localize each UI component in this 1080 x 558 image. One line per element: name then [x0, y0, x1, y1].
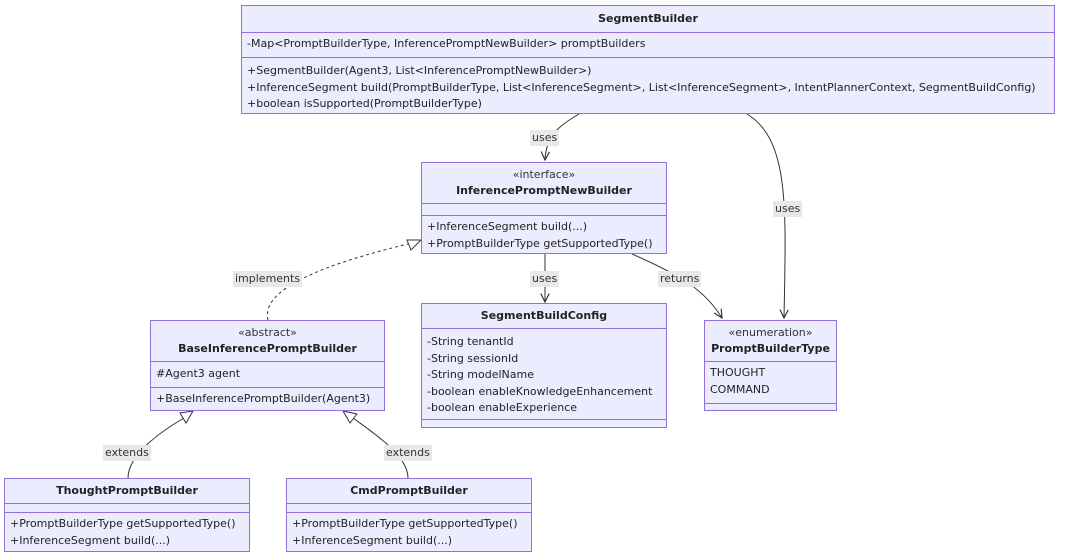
edge-label-uses: uses: [773, 201, 803, 217]
class-name: InferencePromptNewBuilder: [456, 184, 632, 197]
class-cmd-prompt-builder: CmdPromptBuilder +PromptBuilderType getS…: [286, 478, 532, 552]
method-row: +InferenceSegment build(...): [10, 533, 171, 547]
class-name: PromptBuilderType: [711, 342, 830, 355]
attribute-row: #Agent3 agent: [156, 367, 241, 380]
edge-extends-cmd-to-base: [352, 417, 409, 479]
method-row: +InferenceSegment build(...): [427, 220, 588, 233]
edge-extends-thought-to-base: [127, 417, 185, 479]
extends-cmd-triangle-head: [341, 410, 358, 424]
method-row: +BaseInferencePromptBuilder(Agent3): [156, 392, 371, 405]
stereotype-label: «interface»: [512, 168, 576, 181]
edge-uses-segmentbuilder-to-enum: [746, 113, 785, 318]
attribute-row: -String tenantId: [427, 335, 514, 348]
class-segment-build-config: SegmentBuildConfig -String tenantId -Str…: [421, 303, 667, 428]
enum-value-row: THOUGHT: [710, 366, 766, 379]
edge-label-uses: uses: [530, 271, 560, 287]
extends-thought-triangle-head: [179, 410, 194, 424]
method-row: +boolean isSupported(PromptBuilderType): [247, 97, 482, 110]
class-thought-prompt-builder: ThoughtPromptBuilder +PromptBuilderType …: [4, 478, 250, 552]
class-name: ThoughtPromptBuilder: [56, 484, 198, 497]
edge-label-uses: uses: [530, 130, 560, 146]
method-row: +PromptBuilderType getSupportedType(): [292, 517, 518, 530]
stereotype-label: «enumeration»: [728, 326, 813, 339]
attribute-row: -Map<PromptBuilderType, InferencePromptN…: [247, 37, 646, 50]
class-prompt-builder-type: «enumeration» PromptBuilderType THOUGHT …: [704, 320, 837, 411]
class-base-inference-prompt-builder: «abstract» BaseInferencePromptBuilder #A…: [150, 320, 385, 411]
class-name: SegmentBuildConfig: [480, 309, 608, 322]
stereotype-label: «abstract»: [238, 326, 297, 339]
attribute-row: -boolean enableKnowledgeEnhancement: [427, 384, 653, 398]
edge-label-returns: returns: [658, 271, 702, 287]
class-segment-builder: SegmentBuilder -Map<PromptBuilderType, I…: [241, 5, 1055, 114]
method-row: +InferenceSegment build(...): [292, 533, 453, 547]
attribute-row: -String modelName: [427, 368, 534, 381]
edge-label-extends: extends: [103, 445, 151, 461]
class-name: SegmentBuilder: [598, 12, 698, 25]
enum-value-row: COMMAND: [710, 382, 770, 396]
class-name: BaseInferencePromptBuilder: [178, 342, 357, 355]
edge-label-implements: implements: [233, 271, 303, 287]
method-row: +PromptBuilderType getSupportedType(): [427, 236, 653, 250]
edge-label-extends: extends: [384, 445, 432, 461]
method-row: +InferenceSegment build(PromptBuilderTyp…: [247, 80, 1036, 94]
attribute-row: -String sessionId: [427, 351, 519, 365]
class-name: CmdPromptBuilder: [350, 484, 468, 497]
method-row: +SegmentBuilder(Agent3, List<InferencePr…: [247, 64, 592, 77]
method-row: +PromptBuilderType getSupportedType(): [10, 517, 236, 530]
class-inference-prompt-new-builder: «interface» InferencePromptNewBuilder +I…: [421, 162, 667, 254]
attribute-row: -boolean enableExperience: [427, 401, 578, 414]
implements-triangle-head: [406, 239, 423, 251]
